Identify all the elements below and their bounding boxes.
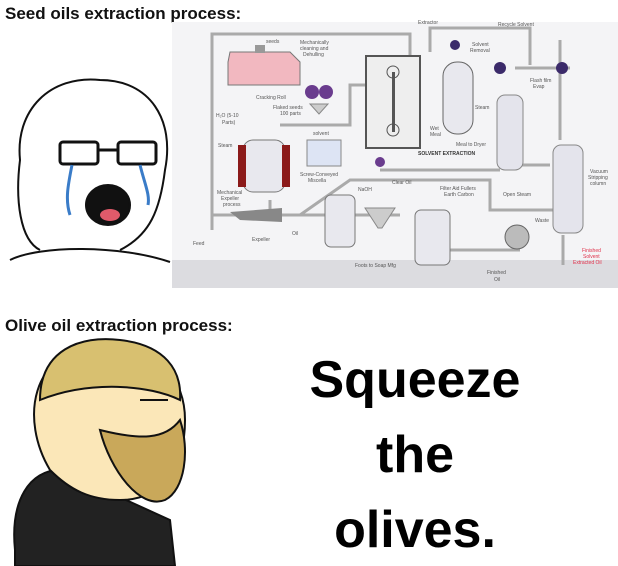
label-solvent: solvent xyxy=(313,131,329,137)
cooker-tank xyxy=(238,139,290,193)
label-cleaning: cleaning and xyxy=(300,46,329,52)
label-flaked-seeds: Flaked seeds xyxy=(273,105,303,111)
label-cleaning: Mechanically xyxy=(300,40,329,46)
label-feed: Feed xyxy=(193,241,205,247)
seed-oils-title: Seed oils extraction process: xyxy=(5,4,242,23)
crying-wojak-illustration xyxy=(9,78,171,263)
label-finished-oil: Finished xyxy=(487,270,506,276)
label-seeds: seeds xyxy=(266,39,280,45)
label-expeller-process: Mechanical xyxy=(217,190,242,196)
label-steam: Steam xyxy=(475,105,489,111)
diagram-shadow xyxy=(172,260,618,288)
label-finished-solvent: Extracted Oil xyxy=(573,260,602,266)
label-cleaning: Dehulling xyxy=(303,52,324,58)
label-miscella: Miscella xyxy=(308,178,326,184)
funnel xyxy=(308,103,330,115)
filter-press xyxy=(504,224,530,250)
label-flash-film: Evap xyxy=(533,84,545,90)
label-steam: Steam xyxy=(218,143,232,149)
label-h2o: H₂O (5-10 xyxy=(216,113,239,119)
chad-yes-illustration xyxy=(13,338,187,566)
olive-oil-title: Olive oil extraction process: xyxy=(5,316,233,335)
label-filter-aid: Filter Aid Fullers xyxy=(440,186,476,192)
seed-hopper xyxy=(227,45,301,86)
label-vacuum: Stripping xyxy=(588,175,608,181)
label-recycle-solvent: Recycle Solvent xyxy=(498,22,534,28)
label-vacuum: column xyxy=(590,181,606,187)
label-wet-meal: Meal xyxy=(430,132,441,138)
vacuum-stripping-column xyxy=(552,144,584,234)
label-finished-solvent: Finished xyxy=(582,248,601,254)
label-clear-oil: Clear Oil xyxy=(392,180,411,186)
label-open-steam: Open Steam xyxy=(503,192,531,198)
label-oil: Oil xyxy=(292,231,298,237)
label-h2o: Parts) xyxy=(222,120,236,126)
label-solvent-removal: Solvent xyxy=(472,42,489,48)
label-solvent-removal: Removal xyxy=(470,48,490,54)
extractor-internals xyxy=(386,65,400,137)
label-cracking-roll: Cracking Roll xyxy=(256,95,286,101)
flash-film-evaporator xyxy=(496,94,524,171)
label-finished-oil: Oil xyxy=(494,277,500,283)
label-filter-aid: Earth Carbon xyxy=(444,192,474,198)
label-naoh: NaOH xyxy=(358,187,372,193)
solvent-removal-tank xyxy=(442,61,474,135)
expeller xyxy=(230,208,282,222)
valve-icons xyxy=(375,40,568,167)
label-flaked-seeds: 100 parts xyxy=(280,111,301,117)
label-flash-film: Flash film xyxy=(530,78,551,84)
solvent-tank xyxy=(306,139,342,167)
label-waste: Waste xyxy=(535,218,549,224)
label-miscella: Screw-Conveyed xyxy=(300,172,338,178)
label-vacuum: Vacuum xyxy=(590,169,608,175)
filter-funnel xyxy=(364,207,396,229)
label-wet-meal: Wet xyxy=(430,126,439,132)
punchline-line-1: Squeeze xyxy=(309,351,521,409)
neutralizing-tank xyxy=(324,194,356,248)
punchline-line-2: the xyxy=(376,426,454,484)
label-solvent-extraction: SOLVENT EXTRACTION xyxy=(418,151,476,157)
label-meal-to-dryer: Meal to Dryer xyxy=(456,142,486,148)
label-expeller-process: Expeller xyxy=(221,196,239,202)
label-expeller-process: process xyxy=(223,202,241,208)
label-foots: Foots to Soap Mfg xyxy=(355,263,396,269)
bleaching-tank xyxy=(414,209,451,266)
punchline-line-3: olives. xyxy=(334,501,496,559)
label-finished-solvent: Solvent xyxy=(583,254,600,260)
label-expeller: Expeller xyxy=(252,237,270,243)
cracking-roll-icon xyxy=(305,85,333,99)
label-extractor: Extractor xyxy=(418,20,438,26)
